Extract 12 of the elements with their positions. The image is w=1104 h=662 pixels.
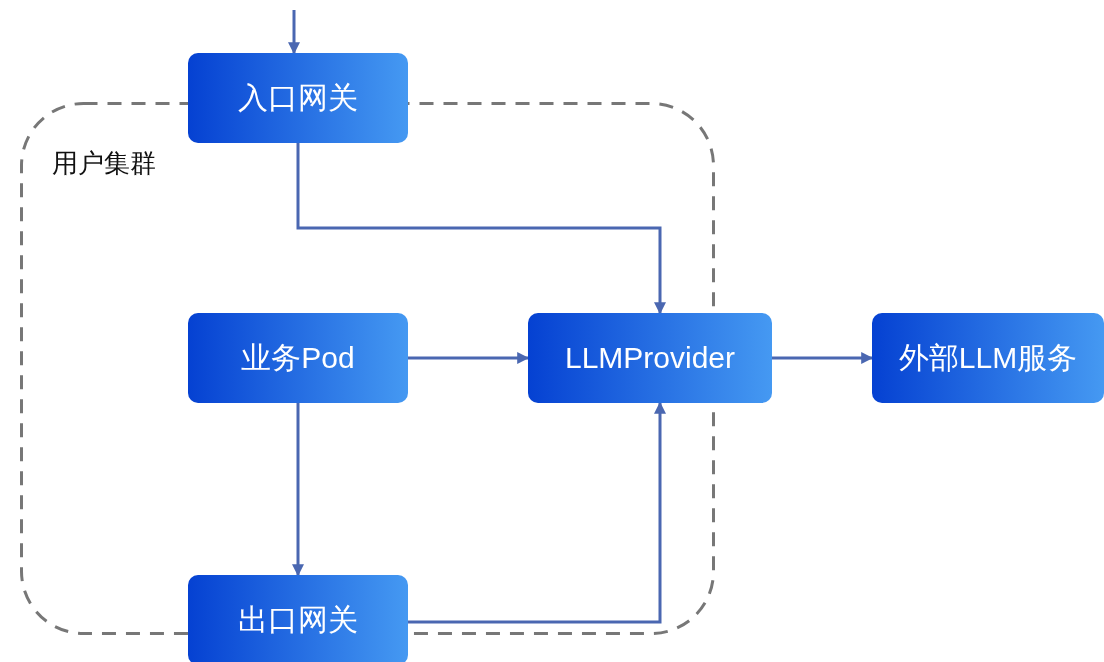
cluster-label: 用户集群: [52, 147, 156, 180]
service-box: 出口网关: [188, 575, 408, 662]
arrow: [408, 352, 530, 364]
service-box: 业务Pod: [188, 313, 408, 403]
arrow: [292, 403, 304, 577]
arrow: [288, 10, 300, 55]
arrow: [408, 401, 666, 624]
arrow: [772, 352, 874, 364]
service-box: 外部LLM服务: [872, 313, 1104, 403]
service-box: 入口网关: [188, 53, 408, 143]
service-box: LLMProvider: [528, 313, 772, 403]
arrow: [296, 143, 666, 315]
